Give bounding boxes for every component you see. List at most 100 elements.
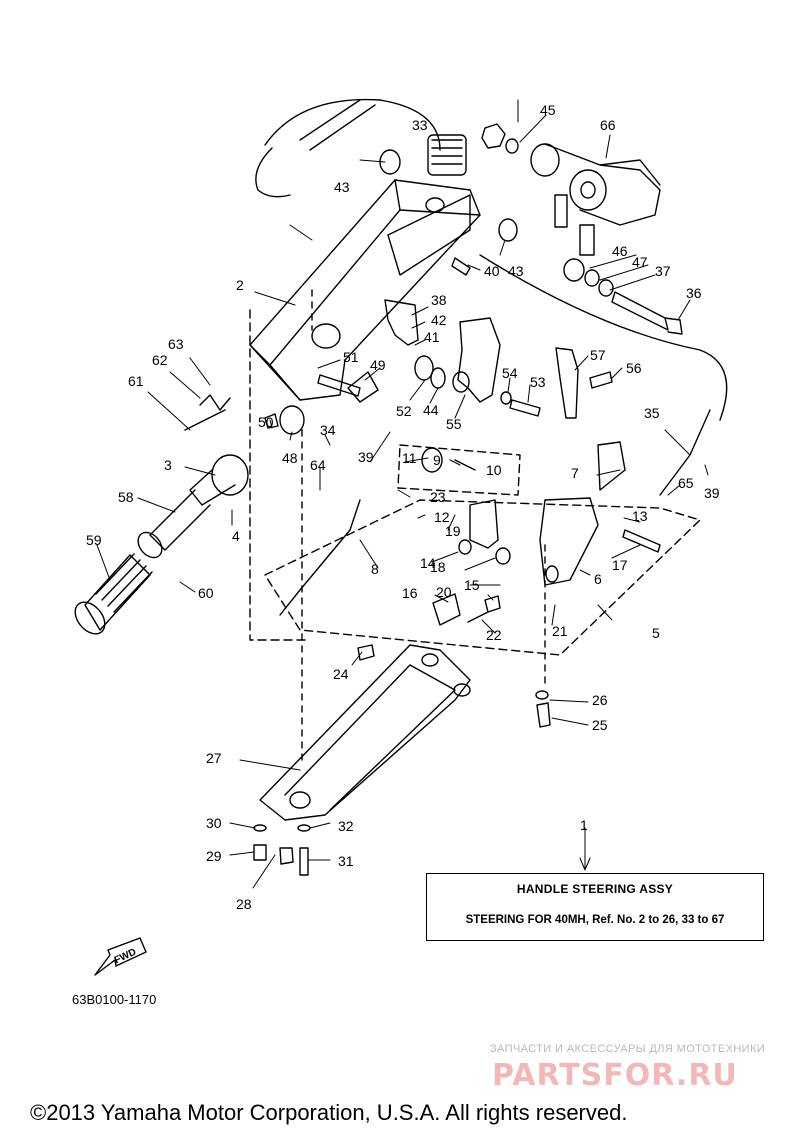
- washer-part: [253, 824, 267, 832]
- bolt-part: [299, 847, 309, 876]
- callout-number: 32: [338, 818, 354, 834]
- rod-part: [279, 499, 361, 616]
- callout-number: 30: [206, 815, 222, 831]
- spring-part: [199, 394, 231, 411]
- washer-part: [297, 824, 311, 832]
- callout-number: 21: [552, 623, 568, 639]
- callout-number: 6: [594, 571, 602, 587]
- fwd-arrow-icon: [94, 937, 147, 976]
- callout-number: 12: [434, 509, 450, 525]
- watermark-logo: PARTSFOR.RU: [492, 1058, 738, 1093]
- callout-number: 31: [338, 853, 354, 869]
- callout-number: 15: [464, 577, 480, 593]
- legend-box: HANDLE STEERING ASSY STEERING FOR 40MH, …: [426, 873, 764, 941]
- callout-number: 54: [502, 365, 518, 381]
- spacer-part: [563, 258, 585, 282]
- callout-number: 26: [592, 692, 608, 708]
- callout-number: 27: [206, 750, 222, 766]
- bolt-part: [536, 702, 551, 728]
- bolt-part: [253, 844, 267, 861]
- gear-part: [421, 447, 443, 473]
- spring-part: [467, 611, 489, 623]
- callout-number: 64: [310, 457, 326, 473]
- callout-number: 18: [430, 559, 446, 575]
- callout-number: 22: [486, 627, 502, 643]
- callout-number: 62: [152, 352, 168, 368]
- bolt-part: [611, 291, 683, 335]
- callout-number: 39: [704, 485, 720, 501]
- washer-part: [535, 690, 549, 700]
- nut-part: [264, 413, 279, 429]
- washer-part: [598, 279, 614, 297]
- washer-part: [414, 355, 434, 381]
- callout-number: 2: [236, 277, 244, 293]
- callout-number: 65: [678, 475, 694, 491]
- bushing-part: [498, 218, 518, 242]
- washer-part: [584, 269, 600, 287]
- bracket-part: [539, 497, 599, 586]
- callout-number: 60: [198, 585, 214, 601]
- clip-part: [451, 257, 471, 276]
- callout-number: 16: [402, 585, 418, 601]
- callout-number: 49: [370, 357, 386, 373]
- callout-number: 13: [632, 508, 648, 524]
- friction-bracket-part: [530, 143, 661, 256]
- mounting-plate-part: [259, 644, 471, 821]
- link-plate-part: [555, 347, 579, 419]
- callout-number: 25: [592, 717, 608, 733]
- throttle-cable-part: [255, 98, 728, 421]
- washer-part: [505, 138, 519, 154]
- callout-number: 43: [334, 179, 350, 195]
- callout-number: 17: [612, 557, 628, 573]
- callout-number: 37: [655, 263, 671, 279]
- spring-part: [184, 409, 226, 431]
- drawing-code: 63B0100-1170: [72, 992, 157, 1007]
- callout-number: 56: [626, 360, 642, 376]
- cable-end-fittings: [427, 134, 467, 176]
- grommet-part: [279, 847, 294, 865]
- legend-title: HANDLE STEERING ASSY: [516, 882, 674, 896]
- callout-number: 59: [86, 532, 102, 548]
- throttle-grip-assembly: [74, 454, 249, 635]
- legend-note: STEERING FOR 40MH, Ref. No. 2 to 26, 33 …: [465, 914, 725, 926]
- callout-number: 10: [486, 462, 502, 478]
- callout-number: 42: [431, 312, 447, 328]
- callout-number: 43: [508, 263, 524, 279]
- bolt-part: [589, 371, 613, 389]
- callout-number: 58: [118, 489, 134, 505]
- callout-number: 48: [282, 450, 298, 466]
- leader-lines: [96, 99, 709, 889]
- callout-number: 19: [445, 523, 461, 539]
- callout-number: 44: [423, 402, 439, 418]
- block-part: [432, 593, 461, 626]
- callout-number: 4: [232, 528, 240, 544]
- callout-number: 63: [168, 336, 184, 352]
- link-lever-part: [597, 441, 626, 491]
- callout-number: 5: [652, 625, 660, 641]
- callout-number: 1: [580, 817, 588, 833]
- steering-bracket-part: [249, 179, 481, 401]
- screw-part: [484, 595, 501, 613]
- callout-number: 51: [343, 349, 359, 365]
- pin-part: [454, 459, 476, 471]
- callout-number: 35: [644, 405, 660, 421]
- washer-part: [430, 367, 446, 389]
- callout-number: 33: [412, 117, 428, 133]
- callout-number: 40: [484, 263, 500, 279]
- callout-number: 8: [371, 561, 379, 577]
- friction-piece-part: [279, 405, 305, 435]
- callout-number: 66: [600, 117, 616, 133]
- bolt-part: [357, 644, 375, 661]
- dashed-assembly-outline: [249, 309, 701, 656]
- callout-number: 47: [632, 254, 648, 270]
- callout-number: 29: [206, 848, 222, 864]
- callout-number: 50: [258, 414, 274, 430]
- callout-number: 9: [433, 452, 441, 468]
- shift-lever-part: [469, 499, 499, 549]
- callout-number: 14: [420, 555, 436, 571]
- callout-number: 11: [402, 450, 417, 466]
- callout-number: 38: [431, 292, 447, 308]
- callout-number: 46: [612, 243, 628, 259]
